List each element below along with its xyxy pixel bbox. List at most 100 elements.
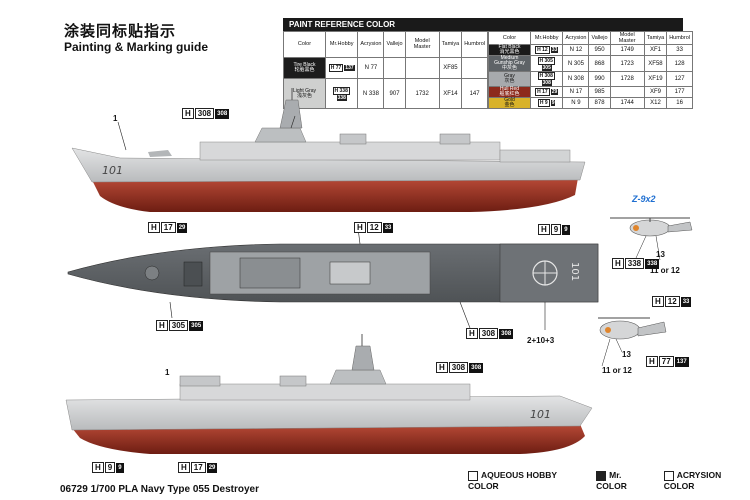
callout-num: 33	[680, 296, 692, 307]
hull-number-side1: 101	[102, 164, 123, 177]
legend-mr-label: Mr. COLOR	[596, 470, 627, 491]
callout-num: 308	[469, 362, 484, 373]
leader-1	[117, 121, 127, 151]
callout-code: 305	[168, 320, 189, 331]
deck-funnel	[329, 261, 371, 285]
paint-model-master: 1732	[404, 78, 440, 109]
callout-code: 308	[478, 328, 499, 339]
side-view-port: 101	[65, 334, 593, 454]
hull-gray-1	[71, 147, 586, 183]
heli1-leader-a	[635, 235, 647, 259]
hull-gray-2	[65, 395, 593, 431]
heli1-part-11or12: 11 or 12	[650, 266, 680, 275]
callout-num: 338	[645, 258, 660, 269]
paint-tamiya: XF58	[643, 55, 668, 72]
hull-number-deck: 101	[569, 262, 580, 281]
legend-acrysion: ACRYSION COLOR	[663, 470, 750, 491]
legend-aqueous-label: AQUEOUS HOBBY COLOR	[468, 470, 557, 491]
top-view-deck: 101	[67, 227, 599, 330]
paint-humbrol: 147	[461, 78, 488, 109]
part-label-1a: 1	[113, 114, 118, 123]
paint-col-header: Acrysion	[357, 31, 385, 58]
guide-title-en: Painting & Marking guide	[64, 40, 209, 54]
paint-humbrol: 16	[666, 97, 693, 109]
paint-tamiya: XF14	[438, 78, 463, 109]
heli2-marking	[605, 327, 611, 333]
callout-h: H	[156, 320, 168, 331]
paint-vallejo: 907	[383, 78, 406, 109]
hull-number-side2: 101	[530, 408, 551, 421]
callout-h: H	[178, 462, 190, 473]
paint-reference-heading: PAINT REFERENCE COLOR	[283, 18, 683, 31]
heli2-leader-a	[615, 338, 623, 353]
bridge-1	[254, 127, 307, 143]
paint-tamiya: XF19	[643, 71, 668, 87]
legend-mr-color: Mr. COLOR	[596, 470, 652, 491]
parts-2-10-3: 2+10+3	[527, 336, 555, 345]
legend-acrysion-label: ACRYSION COLOR	[663, 470, 722, 491]
callout-h: H	[436, 362, 448, 373]
paint-vallejo: 878	[588, 97, 611, 109]
mast-2	[351, 345, 375, 371]
paint-col-header: Humbrol	[461, 31, 488, 58]
funnel-1	[339, 133, 367, 145]
paint-mrhobby: H 338338	[324, 78, 359, 109]
callout-code: 12	[664, 296, 680, 307]
callout-num: 33	[382, 222, 394, 233]
callout-num: 308	[499, 328, 514, 339]
paint-col-header: Model Master	[404, 31, 440, 58]
helicopter-type-label: Z-9x2	[632, 194, 656, 204]
part-label-1b: 1	[165, 368, 170, 377]
heli1-part-13: 13	[656, 250, 665, 259]
callout-code: 308	[448, 362, 469, 373]
callout-num: 305	[189, 320, 204, 331]
heli1-marking	[633, 225, 639, 231]
callout-code: 9	[104, 462, 116, 473]
gun-top	[144, 265, 160, 281]
aft-structure-2	[179, 375, 221, 387]
callout-num: 29	[206, 462, 218, 473]
side-view-starboard: 101	[71, 88, 586, 212]
callout-code: 9	[550, 224, 562, 235]
paint-legend: AQUEOUS HOBBY COLOR Mr. COLOR ACRYSION C…	[468, 470, 750, 491]
heli1-tail	[667, 221, 693, 233]
guide-title-cn: 涂装同标贴指示	[64, 22, 177, 40]
hangar-1	[499, 149, 571, 163]
gun-1	[148, 150, 172, 157]
leader-deck-1	[169, 301, 173, 319]
heli1-leader-b	[655, 235, 661, 261]
callout-num: 9	[116, 462, 124, 473]
vls-forward	[183, 261, 203, 287]
legend-n-box	[663, 470, 674, 481]
kit-footer-title: 06729 1/700 PLA Navy Type 055 Destroyer	[60, 484, 260, 495]
callout-num: 9	[562, 224, 570, 235]
leader-1b	[290, 115, 296, 129]
helicopter-1	[610, 217, 693, 261]
mast-1	[279, 99, 303, 129]
callout-num: 308	[215, 108, 230, 119]
callout-code: 12	[366, 222, 382, 233]
funnel-2	[279, 375, 307, 387]
hull-red-1	[92, 178, 578, 212]
heli2-part-13: 13	[622, 350, 631, 359]
callout-code: 17	[190, 462, 206, 473]
